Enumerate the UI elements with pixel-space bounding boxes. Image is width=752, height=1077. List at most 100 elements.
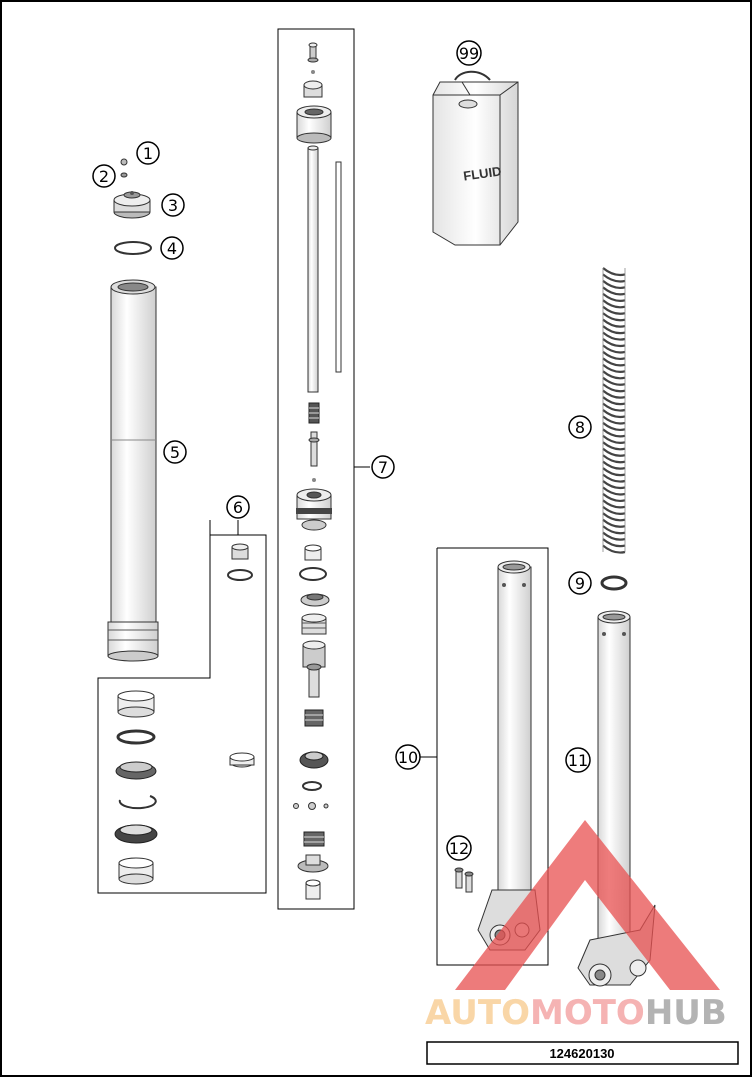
callout-4: 4 — [160, 236, 184, 260]
spring-coil — [602, 312, 626, 322]
spring-coil — [602, 422, 626, 432]
spring-coil — [602, 505, 626, 515]
spring-coil — [602, 441, 626, 451]
spring-coil — [602, 344, 626, 354]
fluid-label: FLUID — [462, 163, 502, 183]
spring-coil — [602, 473, 626, 483]
spring-coil — [602, 389, 626, 399]
needle — [308, 431, 320, 482]
fork-spring — [602, 267, 626, 554]
spring-coil — [602, 292, 626, 302]
callout-2: 2 — [92, 164, 116, 188]
spring-coil — [602, 376, 626, 386]
spring-coil — [602, 363, 626, 373]
spring-coil — [602, 318, 626, 328]
svg-text:4: 4 — [167, 239, 177, 258]
spring-coil — [602, 325, 626, 335]
cartridge-spring2 — [304, 709, 324, 727]
cartridge-nut — [303, 80, 323, 98]
spring-coil — [602, 415, 626, 425]
cartridge-valve-body — [302, 640, 326, 698]
callout-8: 8 — [568, 415, 592, 439]
svg-text:12: 12 — [449, 839, 469, 858]
watermark-hub: HUB — [645, 993, 727, 1033]
callout-11: 11 — [565, 747, 591, 773]
callout-10: 10 — [395, 744, 421, 770]
kit-ring-right — [229, 752, 255, 768]
cartridge-spring3 — [303, 831, 325, 847]
spring-coil — [602, 383, 626, 393]
kit-washer — [116, 729, 156, 745]
callout-3: 3 — [161, 193, 185, 217]
bleed-screws — [454, 867, 474, 893]
outer-tube-part — [107, 279, 159, 662]
cartridge-ring — [299, 567, 327, 581]
callout-6: 6 — [226, 495, 250, 519]
spring-coil — [602, 454, 626, 464]
inner-tube-frame — [436, 547, 549, 966]
spring-coil — [602, 409, 626, 419]
small-spring — [308, 402, 320, 424]
spring-coil — [602, 428, 626, 438]
svg-text:8: 8 — [575, 418, 585, 437]
cartridge-valve — [307, 42, 319, 74]
pull-rod — [335, 161, 342, 373]
document-number-box: 124620130 — [426, 1041, 739, 1065]
svg-text:11: 11 — [568, 751, 588, 770]
spring-coil — [602, 331, 626, 341]
spring-coil — [602, 267, 626, 277]
kit-circlip — [118, 795, 157, 810]
svg-text:1: 1 — [143, 144, 153, 163]
callout-12: 12 — [446, 835, 472, 861]
spring-coil — [602, 305, 626, 315]
spring-coil — [602, 544, 626, 554]
washer-part — [120, 172, 128, 178]
svg-text:9: 9 — [575, 574, 585, 593]
cartridge-frame — [277, 28, 355, 910]
svg-text:5: 5 — [170, 443, 180, 462]
spring-coil — [602, 338, 626, 348]
svg-text:7: 7 — [378, 458, 388, 477]
o-ring-part — [114, 241, 152, 255]
callout-1: 1 — [136, 141, 160, 165]
spring-washer — [600, 575, 628, 591]
kit-small-bushing — [231, 543, 249, 560]
watermark-auto: AUTO — [425, 993, 530, 1033]
spring-coil — [602, 280, 626, 290]
spring-coil — [602, 512, 626, 522]
kit-dust-wiper — [114, 824, 158, 844]
kit-oil-seal — [115, 761, 157, 780]
spring-coil — [602, 357, 626, 367]
svg-text:AUTOMOTOHUB: AUTOMOTOHUB — [425, 993, 727, 1033]
cartridge-foot-valve — [297, 854, 329, 873]
spring-coil — [602, 525, 626, 535]
spring-coil — [602, 351, 626, 361]
cartridge-end — [305, 879, 321, 900]
cartridge-shim-stack — [300, 593, 330, 607]
cartridge-cap — [296, 105, 332, 144]
piston-rod — [307, 145, 319, 393]
piston-assembly — [296, 488, 332, 531]
watermark-triangle-icon — [455, 820, 720, 990]
cartridge-bushing — [304, 544, 322, 561]
spring-coil — [602, 486, 626, 496]
spring-coil — [602, 480, 626, 490]
document-number: 124620130 — [549, 1046, 614, 1061]
spring-coil — [602, 273, 626, 283]
svg-text:10: 10 — [398, 748, 418, 767]
spring-coil — [602, 447, 626, 457]
spring-coil — [602, 499, 626, 509]
spring-coil — [602, 531, 626, 541]
svg-text:6: 6 — [233, 498, 243, 517]
spring-coil — [602, 370, 626, 380]
kit-bushing-large — [117, 690, 155, 718]
spring-coil — [602, 538, 626, 548]
kit-bushing-bottom — [118, 857, 154, 885]
fluid-can: FLUID — [432, 70, 519, 246]
spring-coil — [602, 460, 626, 470]
spring-coil — [602, 434, 626, 444]
spring-coil — [602, 467, 626, 477]
